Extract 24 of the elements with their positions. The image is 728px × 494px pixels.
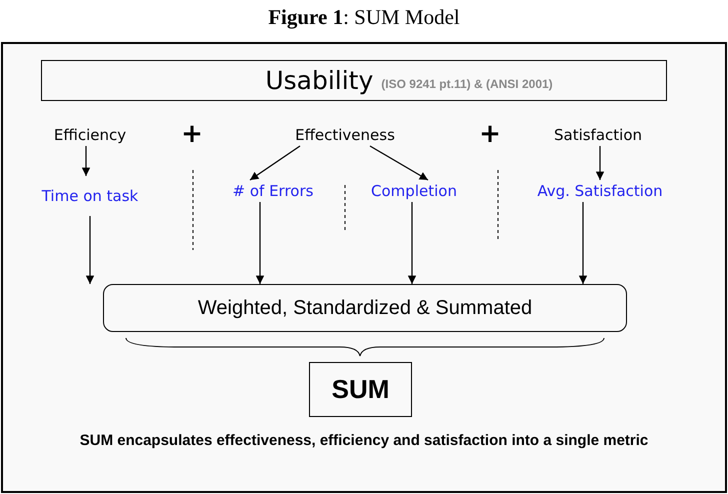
- plus-sign: +: [180, 120, 204, 148]
- dimension-label: Efficiency: [40, 124, 140, 146]
- process-box: Weighted, Standardized & Summated: [103, 284, 627, 332]
- figure-title: Figure 1: SUM Model: [267, 4, 461, 31]
- metric-label: Avg. Satisfaction: [514, 180, 686, 202]
- standards-note: (ISO 9241 pt.11) & (ANSI 2001): [381, 76, 553, 92]
- metric-label: # of Errors: [210, 180, 336, 202]
- dimension-label: Satisfaction: [530, 124, 666, 146]
- heading-box: [41, 60, 667, 101]
- plus-sign: +: [478, 120, 502, 148]
- heading-text: Usability: [265, 64, 374, 97]
- arrow: [596, 146, 604, 180]
- arrow: [256, 202, 264, 284]
- metric-label: Time on task: [40, 176, 140, 216]
- arrow: [86, 216, 94, 284]
- result-box: SUM: [309, 362, 412, 417]
- arrow: [578, 202, 588, 284]
- arrow: [250, 146, 300, 180]
- dimension-label: Effectiveness: [270, 124, 420, 146]
- caption-text: SUM encapsulates effectiveness, efficiency and satisfaction into a single metric: [78, 431, 650, 451]
- arrow: [408, 202, 416, 284]
- arrow: [370, 145, 428, 181]
- arrow: [82, 146, 90, 176]
- metric-label: Completion: [362, 180, 466, 202]
